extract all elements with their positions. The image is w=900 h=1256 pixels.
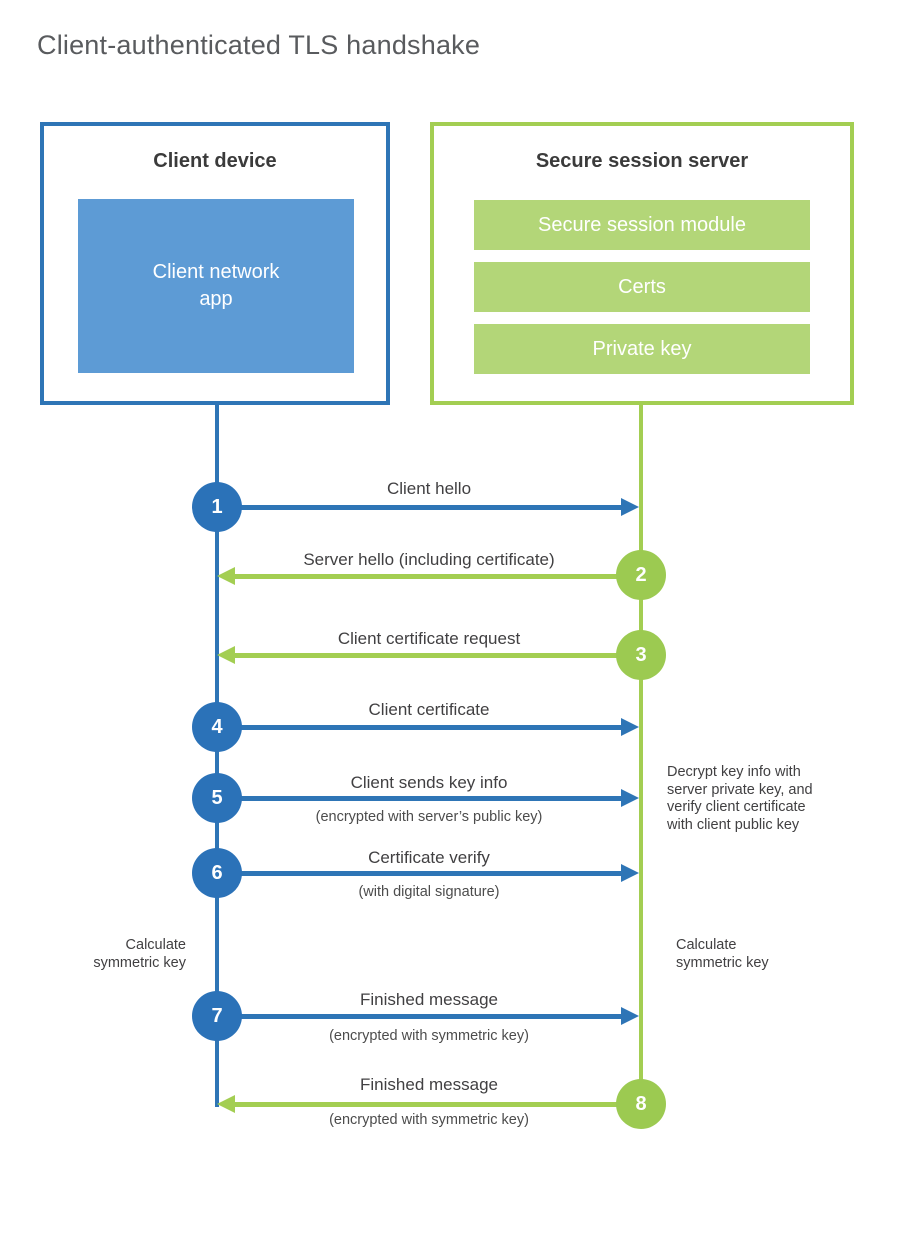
arrowhead-right-icon: [621, 498, 639, 516]
page-title: Client-authenticated TLS handshake: [37, 30, 481, 60]
client-lifeline: [215, 405, 219, 1107]
message-label-7: Finished message: [360, 990, 498, 1009]
client-app-label-line2: app: [199, 288, 233, 310]
arrow-shaft-8: [235, 1102, 641, 1107]
message-label-6: Certificate verify: [368, 848, 490, 867]
message-label-5: Client sends key info: [350, 773, 508, 792]
server-lifeline: [639, 405, 643, 1105]
message-label-1: Client hello: [386, 479, 472, 498]
decrypt-note-line: with client public key: [667, 816, 800, 833]
calc-symmetric-key-note-right: Calculate symmetric key: [676, 937, 816, 972]
step-circle-6: 6: [192, 848, 242, 898]
arrow-shaft-5: [217, 796, 621, 801]
arrow-shaft-4: [217, 725, 621, 730]
message-label-2: Server hello (including certificate): [303, 550, 555, 569]
calc-symmetric-key-note-left: Calculate symmetric key: [66, 937, 186, 972]
calc-note-line: Calculate: [125, 937, 186, 953]
arrowhead-right-icon: [621, 789, 639, 807]
step-circle-7: 7: [192, 991, 242, 1041]
decrypt-note-line: server private key, and: [667, 781, 813, 798]
decrypt-note-line: Decrypt key info with: [667, 764, 801, 780]
client-network-app-box: Client network app: [78, 199, 354, 373]
arrowhead-right-icon: [621, 718, 639, 736]
arrowhead-right-icon: [621, 864, 639, 882]
step-circle-8: 8: [616, 1079, 666, 1129]
server-module-private-key: Private key: [474, 324, 810, 374]
arrow-shaft-6: [217, 871, 621, 876]
message-sublabel-5: (encrypted with server’s public key): [315, 809, 543, 825]
step-circle-4: 4: [192, 702, 242, 752]
calc-note-line: symmetric key: [676, 954, 769, 971]
step-circle-2: 2: [616, 550, 666, 600]
arrow-shaft-1: [217, 505, 621, 510]
client-device-title: Client device: [153, 150, 277, 172]
arrow-shaft-7: [217, 1014, 621, 1019]
message-label-3: Client certificate request: [337, 629, 521, 648]
arrow-shaft-2: [235, 574, 641, 579]
arrowhead-left-icon: [217, 1095, 235, 1113]
client-app-label-line1: Client network: [152, 261, 280, 283]
step-circle-5: 5: [192, 773, 242, 823]
calc-note-line: Calculate: [676, 937, 737, 953]
arrowhead-right-icon: [621, 1007, 639, 1025]
message-sublabel-8: (encrypted with symmetric key): [329, 1112, 529, 1128]
step-circle-3: 3: [616, 630, 666, 680]
server-module-secure-session: Secure session module: [474, 200, 810, 250]
calc-note-line: symmetric key: [93, 954, 186, 971]
arrow-shaft-3: [235, 653, 641, 658]
decrypt-note-line: verify client certificate: [667, 799, 806, 815]
arrowhead-left-icon: [217, 567, 235, 585]
server-module-certs: Certs: [474, 262, 810, 312]
decrypt-key-note: Decrypt key info with server private key…: [667, 764, 837, 834]
arrowhead-left-icon: [217, 646, 235, 664]
secure-session-server-title: Secure session server: [535, 150, 749, 172]
message-label-8: Finished message: [360, 1075, 498, 1094]
message-label-4: Client certificate: [368, 700, 490, 719]
step-circle-1: 1: [192, 482, 242, 532]
message-sublabel-7: (encrypted with symmetric key): [329, 1028, 529, 1044]
message-sublabel-6: (with digital signature): [358, 884, 500, 900]
